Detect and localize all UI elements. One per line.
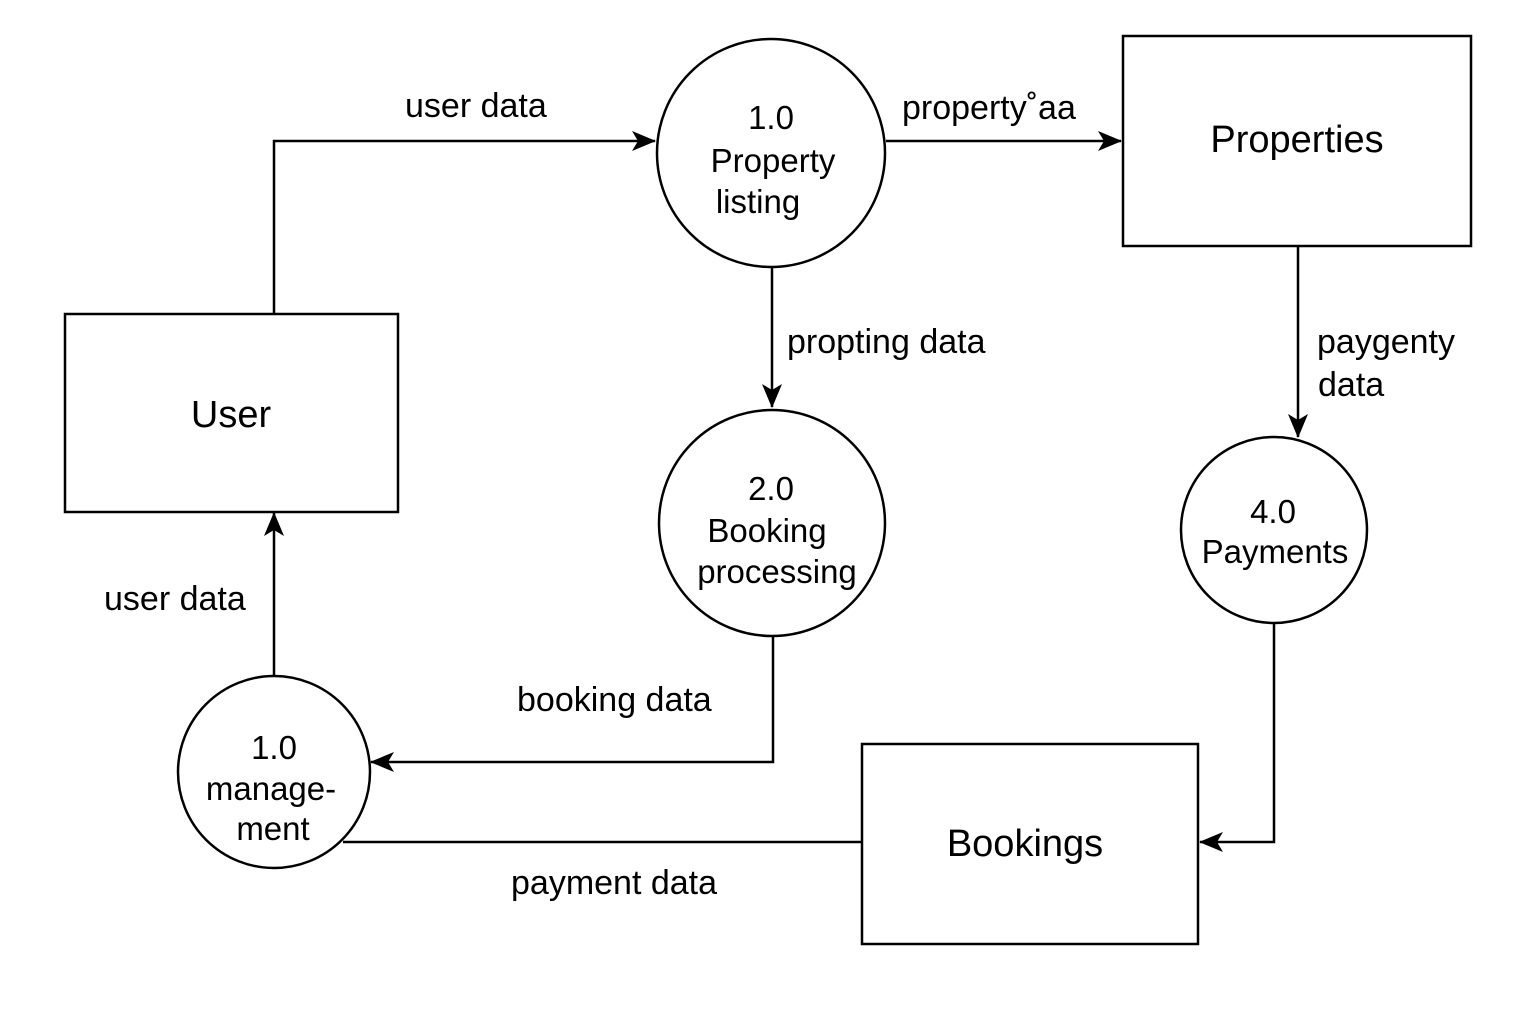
flow-label-properties-to-payments-2: data xyxy=(1318,366,1384,404)
process-management-number: 1.0 xyxy=(251,729,297,766)
flow-label-listing-to-booking: propting data xyxy=(787,323,986,361)
entity-bookings: Bookings xyxy=(860,742,1200,946)
entity-properties-label: Properties xyxy=(1210,119,1383,161)
process-management: 1.0 manage- ment xyxy=(176,674,372,870)
process-booking-processing-number: 2.0 xyxy=(748,470,794,507)
flow-label-booking-to-management: booking data xyxy=(517,681,712,719)
process-booking-processing: 2.0 Booking processing xyxy=(657,408,887,638)
process-payments: 4.0 Payments xyxy=(1179,435,1369,625)
flow-label-properties-to-payments-1: paygenty xyxy=(1317,323,1455,361)
flow-booking-to-management xyxy=(370,636,775,772)
process-property-listing-line2: listing xyxy=(716,183,800,220)
process-payments-number: 4.0 xyxy=(1250,493,1296,530)
entity-user: User xyxy=(63,312,400,514)
flow-label-bookings-to-management: payment data xyxy=(511,864,717,902)
process-management-line2: ment xyxy=(236,810,309,847)
flow-user-to-property-listing xyxy=(272,131,656,313)
process-property-listing-number: 1.0 xyxy=(748,99,794,136)
process-payments-line1: Payments xyxy=(1202,533,1349,570)
entity-bookings-label: Bookings xyxy=(947,823,1103,865)
entity-user-label: User xyxy=(191,394,272,436)
entity-properties: Properties xyxy=(1121,34,1473,248)
flow-payments-to-bookings xyxy=(1199,622,1276,852)
process-booking-processing-line2: processing xyxy=(697,553,857,590)
flow-label-user-to-listing: user data xyxy=(405,87,547,125)
process-property-listing: 1.0 Property listing xyxy=(655,37,887,269)
flow-label-listing-to-properties: property˚aa xyxy=(902,89,1076,127)
flow-label-management-to-user: user data xyxy=(104,580,246,618)
process-management-line1: manage- xyxy=(206,770,336,807)
process-property-listing-line1: Property xyxy=(711,142,836,179)
process-booking-processing-line1: Booking xyxy=(707,512,826,549)
